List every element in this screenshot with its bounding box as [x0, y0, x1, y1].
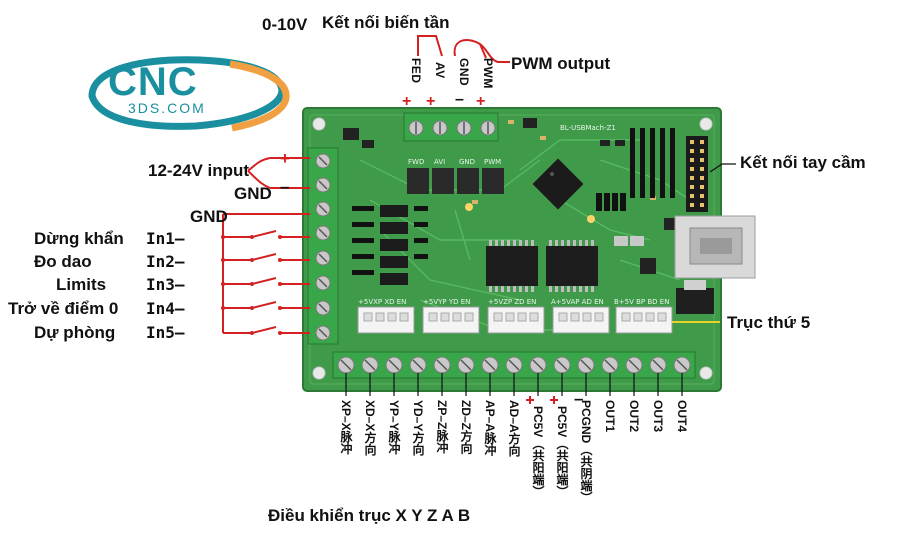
input-pin-4: In4–	[146, 299, 185, 318]
terminal-pc5v-1: PC5V（共阳端）	[531, 406, 545, 498]
input-pin-5: In5–	[146, 323, 185, 342]
input-name-3: Limits	[56, 275, 107, 294]
sign-gnd: –	[455, 91, 464, 108]
silk-b-header: B+5V BP BD EN	[614, 298, 670, 306]
terminal-zp: ZP–Z脉冲	[435, 400, 449, 454]
pin-gnd: GND	[457, 58, 471, 87]
silk-avi: AVI	[434, 158, 446, 166]
silk-fwd: FWD	[408, 158, 425, 166]
terminal-out2: OUT2	[627, 400, 641, 433]
terminal-pcgnd: PCGND（共阴端）	[579, 400, 593, 504]
inputs-gnd-label: GND	[190, 207, 228, 226]
top-wiring	[417, 35, 510, 63]
silk-a-header: A+5VAP AD EN	[551, 298, 604, 306]
sign-av: +	[426, 93, 436, 110]
logo-subtext: 3DS.COM	[128, 100, 206, 116]
power-input-label: 12-24V input	[148, 161, 250, 180]
pcgnd-minus: –	[574, 389, 584, 408]
input-name-2: Đo dao	[34, 252, 92, 271]
terminal-yd: YD–Y方向	[411, 400, 425, 456]
input-pin-1: In1–	[146, 229, 185, 248]
silk-y-header: +5VYP YD EN	[423, 298, 471, 306]
left-terminal-block	[307, 147, 339, 345]
terminal-xd: XD–X方向	[363, 400, 377, 456]
silk-z-header: +5VZP ZD EN	[488, 298, 537, 306]
terminal-xp: XP–X脉冲	[339, 400, 353, 455]
voltage-regulator	[676, 288, 714, 314]
axis5-label: Trục thứ 5	[727, 313, 811, 332]
optocouplers	[380, 205, 408, 285]
pin-fed: FED	[409, 58, 423, 84]
terminal-ap: AP–A脉冲	[483, 400, 497, 457]
mcu-chip	[532, 158, 584, 210]
input-name-1: Dừng khẩn	[34, 229, 124, 248]
axis-control-label: Điều khiển trục X Y Z A B	[268, 506, 471, 525]
pin-pwm: PWM	[481, 58, 495, 89]
terminal-pc5v-2: PC5V（共阳端）	[555, 406, 569, 498]
terminal-out4: OUT4	[675, 400, 689, 433]
sign-pwm: +	[476, 93, 486, 110]
terminal-ad: AD–A方向	[507, 400, 521, 457]
terminal-out1: OUT1	[603, 400, 617, 433]
input-name-5: Dự phòng	[34, 323, 116, 342]
speed-range-label: 0-10V	[262, 15, 308, 34]
silk-pwm: PWM	[484, 158, 502, 166]
logo-swoosh	[88, 56, 290, 132]
terminal-yp: YP–Y脉冲	[387, 400, 401, 455]
handwheel-label: Kết nối tay cầm	[740, 153, 866, 172]
pwm-output-label: PWM output	[511, 54, 611, 73]
driver-ics	[486, 240, 598, 292]
handwheel-header	[686, 136, 708, 212]
sign-fed: +	[402, 93, 412, 110]
vfd-title: Kết nối biến tần	[322, 13, 450, 32]
silk-x-header: +5VXP XD EN	[358, 298, 407, 306]
plus-sign: +	[280, 149, 290, 168]
pin-av: AV	[433, 62, 447, 79]
minus-sign: –	[280, 177, 290, 196]
terminal-zd: ZD–Z方向	[459, 400, 473, 454]
input-pin-3: In3–	[146, 275, 185, 294]
input-pin-2: In2–	[146, 252, 185, 271]
terminal-out3: OUT3	[651, 400, 665, 433]
power-gnd-label: GND	[234, 184, 272, 203]
input-name-4: Trở về điểm 0	[8, 299, 119, 318]
left-wiring	[222, 157, 310, 334]
logo-text: CNC	[108, 60, 198, 104]
top-terminal-block	[403, 112, 499, 142]
usb-port	[674, 215, 756, 279]
board-model: BL-USBMach-Z1	[560, 124, 616, 132]
silk-gnd: GND	[459, 158, 476, 166]
